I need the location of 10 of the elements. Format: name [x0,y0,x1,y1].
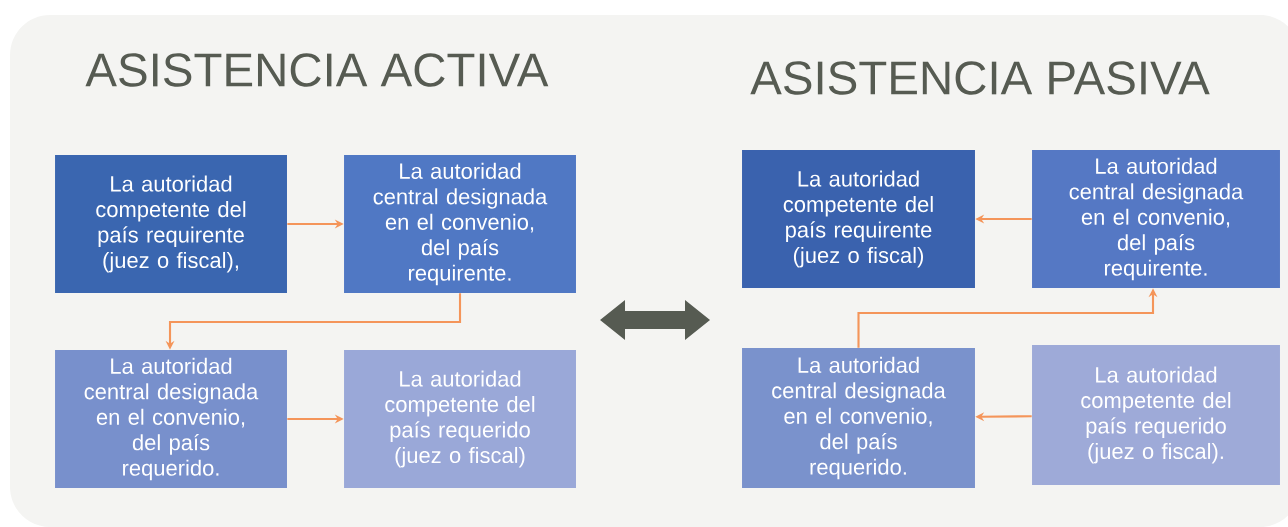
text-box: La autoridad central designada en el convenio, del país requerido. [55,350,287,488]
section-title: ASISTENCIA ACTIVA [85,53,549,87]
text-box: La autoridad competente del país requirente (juez o fiscal) [742,150,975,288]
text-box: La autoridad central designada en el convenio, del país requerido. [742,348,975,488]
section-title: ASISTENCIA PASIVA [750,61,1210,95]
text-box: La autoridad central designada en el convenio, del país requirente. [344,155,576,293]
text-box: La autoridad central designada en el convenio, del país requirente. [1032,150,1280,288]
text-box: La autoridad competente del país requerido (juez o fiscal) [344,350,576,488]
text-box: La autoridad competente del país requerido (juez o fiscal). [1032,345,1280,485]
text-box: La autoridad competente del país requirente (juez o fiscal), [55,155,287,293]
